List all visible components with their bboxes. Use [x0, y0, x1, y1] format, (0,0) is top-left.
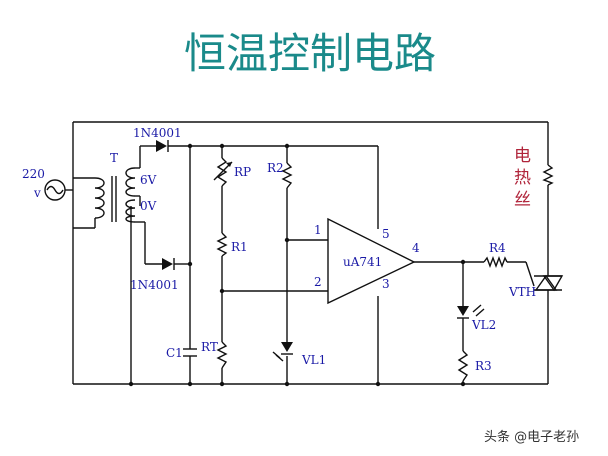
resistor-r4 [483, 256, 508, 268]
triac-vth [534, 274, 564, 292]
label-source-voltage: 220 [22, 167, 45, 181]
label-vl1: VL1 [301, 353, 326, 367]
label-r2: R2 [267, 161, 284, 175]
opamp-triangle [327, 217, 416, 305]
junction-dots [128, 143, 466, 387]
diode-bottom [162, 258, 175, 270]
heater-resistor [542, 164, 554, 186]
label-pin-4: 4 [412, 241, 420, 255]
label-source-unit: v [33, 186, 41, 200]
resistor-r3 [457, 350, 469, 382]
thermistor-rt [216, 341, 228, 369]
label-rt: RT [201, 340, 218, 354]
label-heater-3: 丝 [514, 190, 531, 210]
wires [72, 121, 549, 385]
label-opamp: uA741 [343, 255, 382, 269]
label-heater-2: 热 [514, 168, 531, 188]
label-c1: C1 [166, 346, 183, 360]
label-r3: R3 [475, 359, 492, 373]
label-pin-5: 5 [382, 227, 390, 241]
potentiometer-rp [213, 157, 233, 187]
diagram-title: 恒温控制电路 [184, 29, 436, 78]
label-vth: VTH [508, 285, 536, 299]
label-diode-bottom: 1N4001 [130, 278, 179, 292]
label-pin-3: 3 [382, 277, 390, 291]
label-rp: RP [234, 165, 251, 179]
watermark-text: 头条 @电子老孙 [484, 429, 579, 445]
label-transformer: T [110, 151, 118, 165]
label-r4: R4 [489, 241, 506, 255]
resistor-r2 [281, 162, 293, 189]
label-pin-2: 2 [314, 275, 322, 289]
label-heater-1: 电 [514, 146, 531, 166]
ac-source-symbol [44, 179, 74, 201]
led-vl2 [457, 304, 485, 319]
label-secondary-0v: 0V [140, 199, 157, 213]
led-vl1 [272, 342, 293, 362]
label-secondary-6v: 6V [140, 173, 157, 187]
transformer-symbol [94, 167, 136, 223]
label-r1: R1 [231, 240, 248, 254]
label-vl2: VL2 [471, 318, 496, 332]
resistor-r1 [216, 232, 228, 257]
label-diode-top: 1N4001 [133, 126, 182, 140]
label-pin-1: 1 [314, 223, 322, 237]
capacitor-c1 [183, 348, 197, 357]
diode-top [156, 140, 169, 152]
